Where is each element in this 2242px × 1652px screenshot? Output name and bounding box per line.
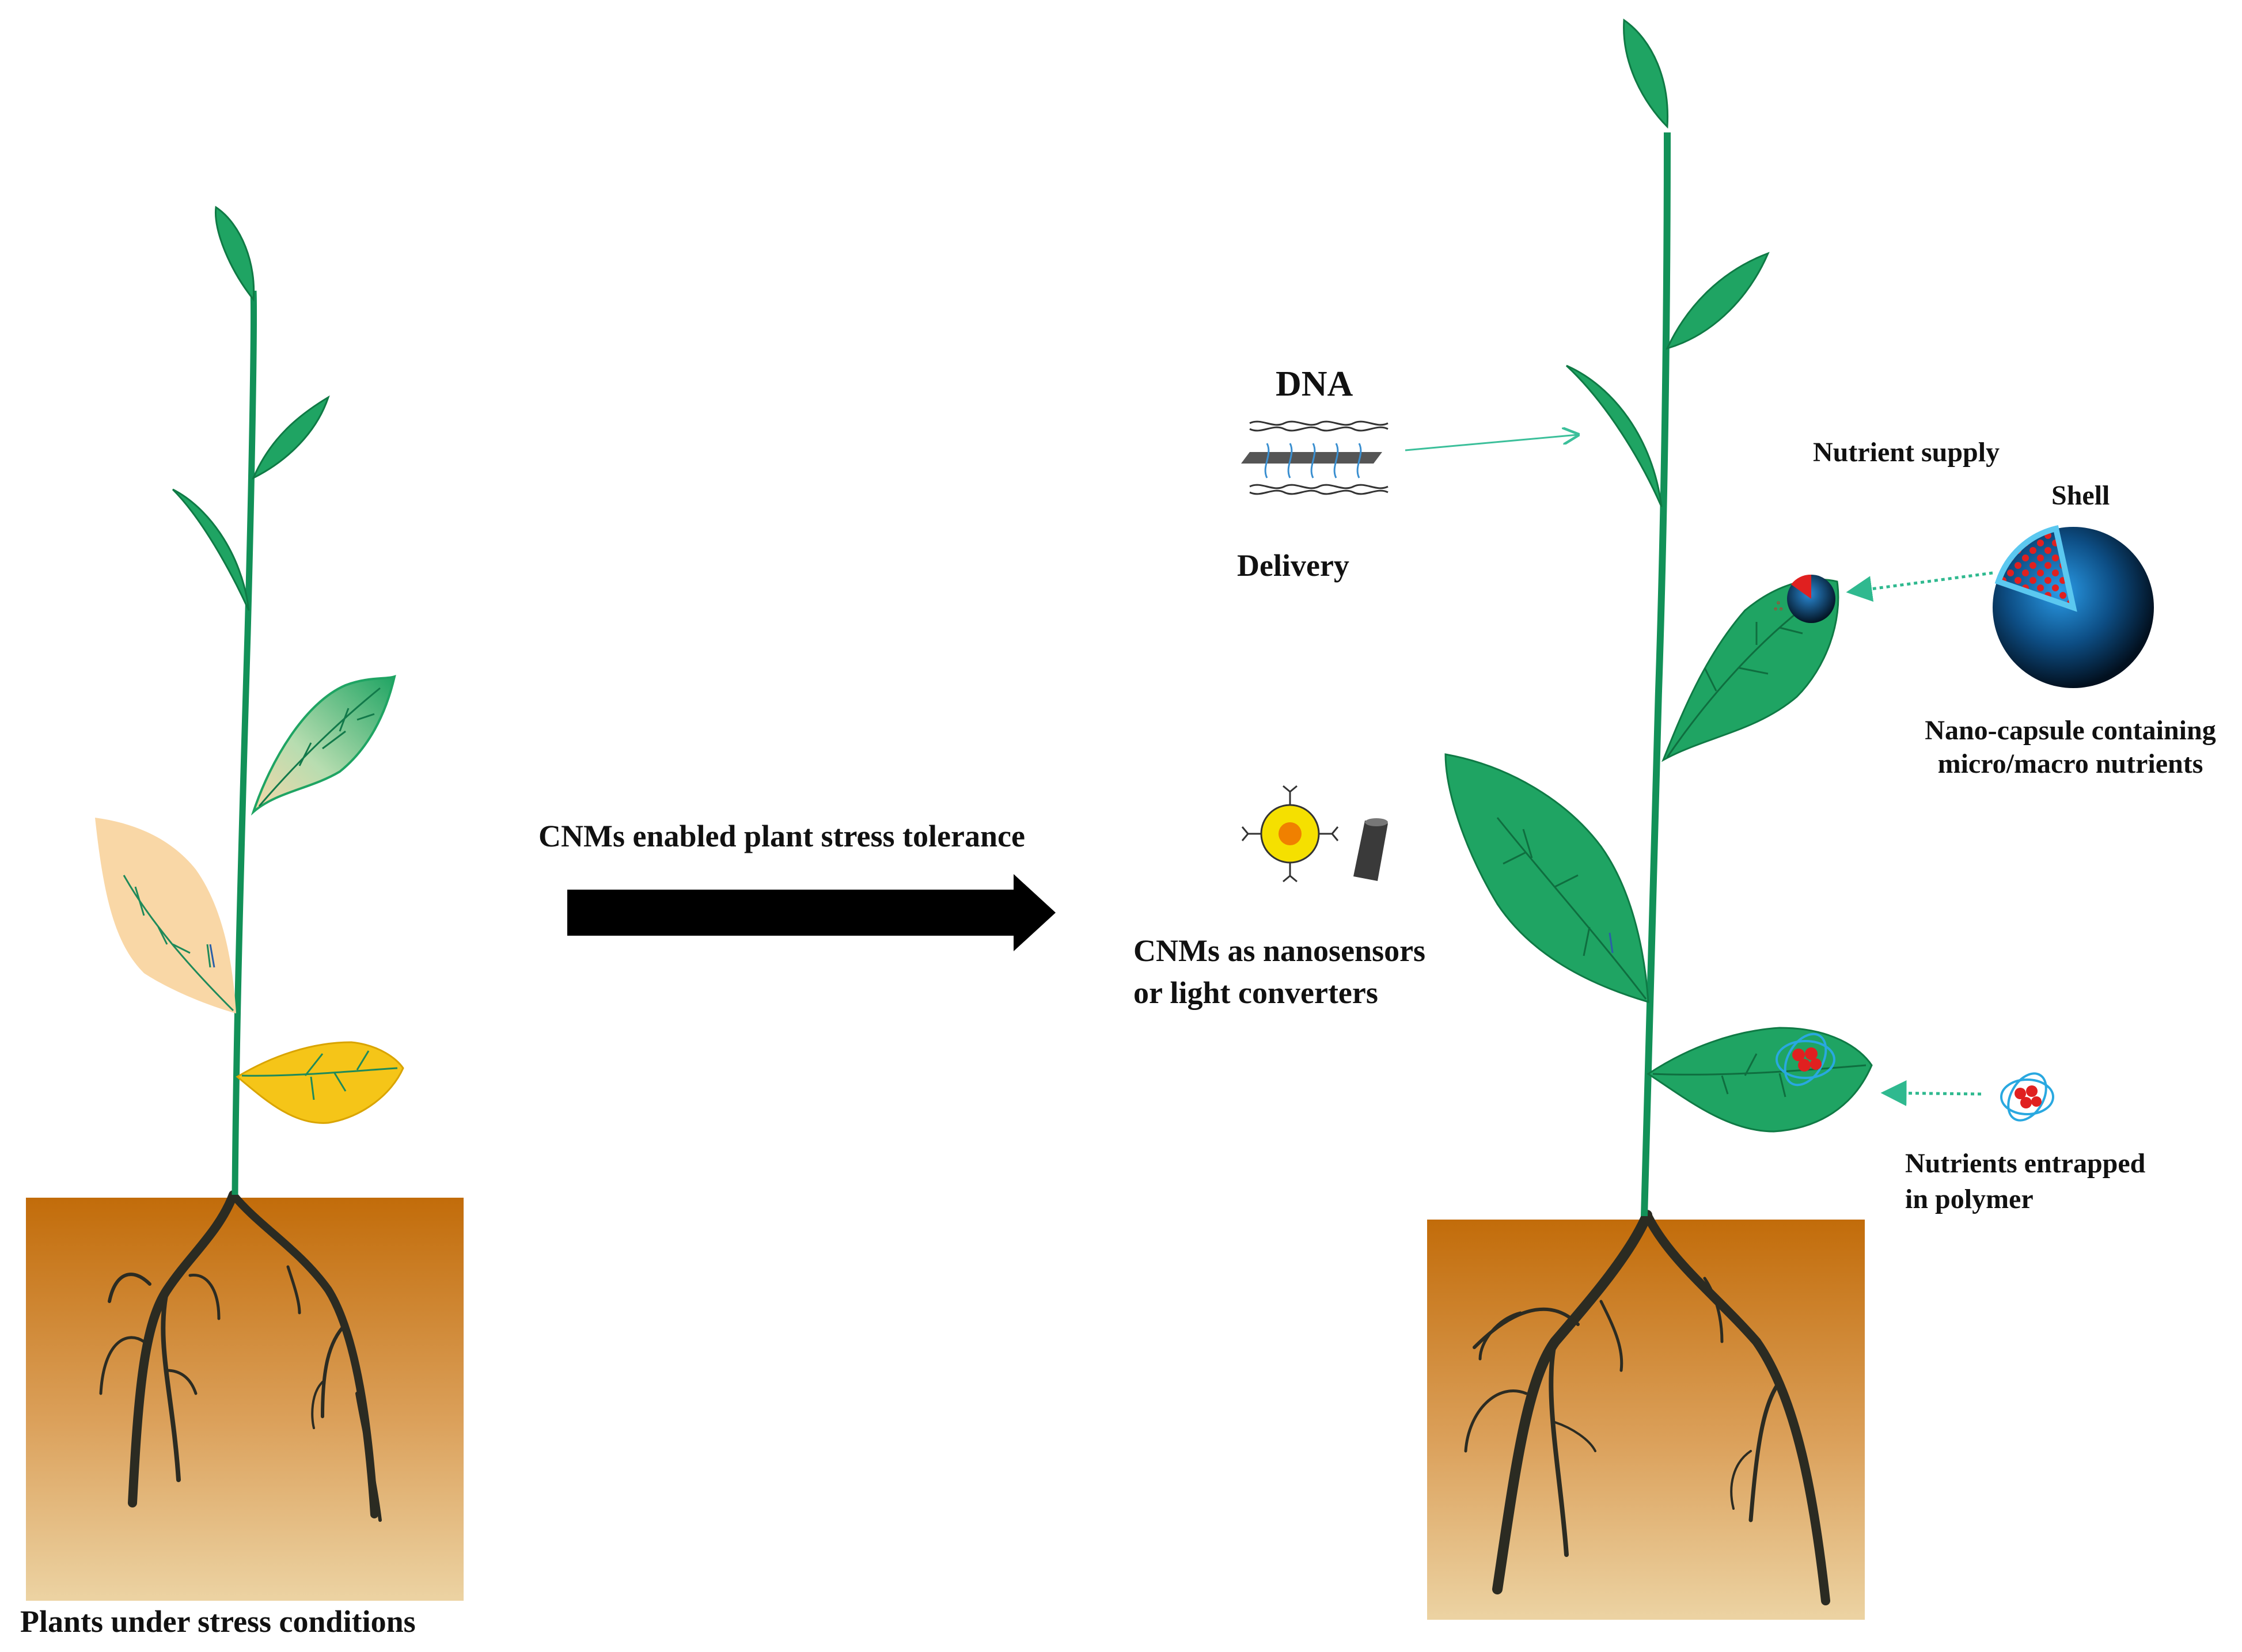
leaf-upper-right [252,395,330,480]
polymer-icon [2000,1072,2054,1122]
label-polymer: Nutrients entrapped in polymer [1905,1146,2145,1218]
nanocapsule-large [1993,525,2154,688]
polymer-pointer-arrow [1880,1080,1982,1106]
leaf-upper-right-2 [1666,252,1770,350]
svg-text:ஃ: ஃ [1774,601,1783,613]
soil-block-left [26,1198,464,1601]
nanosensor-icon [1241,785,1339,883]
label-nanocapsule-line2: micro/macro nutrients [1937,748,2203,779]
label-nutrient-supply: Nutrient supply [1813,437,2000,468]
label-shell: Shell [2051,480,2110,511]
dna-icon [1241,420,1389,495]
roots-right [1464,1210,1830,1605]
label-nanosensor-line1: CNMs as nanosensors [1133,933,1426,968]
label-nanosensor: CNMs as nanosensors or light converters [1133,930,1425,1014]
polymer-on-leaf [1776,1032,1835,1087]
label-dna-caption: Delivery [1237,548,1349,583]
leaf-upper-left [172,488,250,611]
healthy-plant [1427,18,1873,1620]
label-nanosensor-line2: or light converters [1133,975,1378,1010]
dna-pointer-arrow [1405,435,1578,451]
leaf-top-right [1623,18,1669,129]
label-dna-title: DNA [1276,364,1353,404]
leaf-fading [251,674,396,816]
stem-right [1641,132,1671,1217]
carbon-nanotube-icon [1353,818,1388,881]
leaf-dry [95,818,236,1013]
label-process-arrow: CNMs enabled plant stress tolerance [538,819,1025,853]
roots-left [99,1190,382,1522]
label-plants-under-stress: Plants under stress conditions [20,1604,416,1639]
nanocapsule-on-leaf: ஃ [1774,574,1835,623]
soil-block-right [1427,1220,1865,1620]
stem-left [232,290,257,1195]
leaf-upper-left-2 [1565,364,1663,507]
process-arrow [567,874,1056,951]
leaf-yellow [236,1041,404,1124]
stressed-plant [26,206,464,1601]
label-nanocapsule-line1: Nano-capsule containing [1925,715,2216,746]
label-polymer-line2: in polymer [1905,1184,2034,1215]
leaf-with-polymer [1647,1027,1873,1133]
capsule-pointer-arrow [1846,571,1993,602]
label-polymer-line1: Nutrients entrapped [1905,1148,2146,1179]
label-nanocapsule: Nano-capsule containing micro/macro nutr… [1909,714,2232,780]
leaf-top-left [214,206,255,302]
